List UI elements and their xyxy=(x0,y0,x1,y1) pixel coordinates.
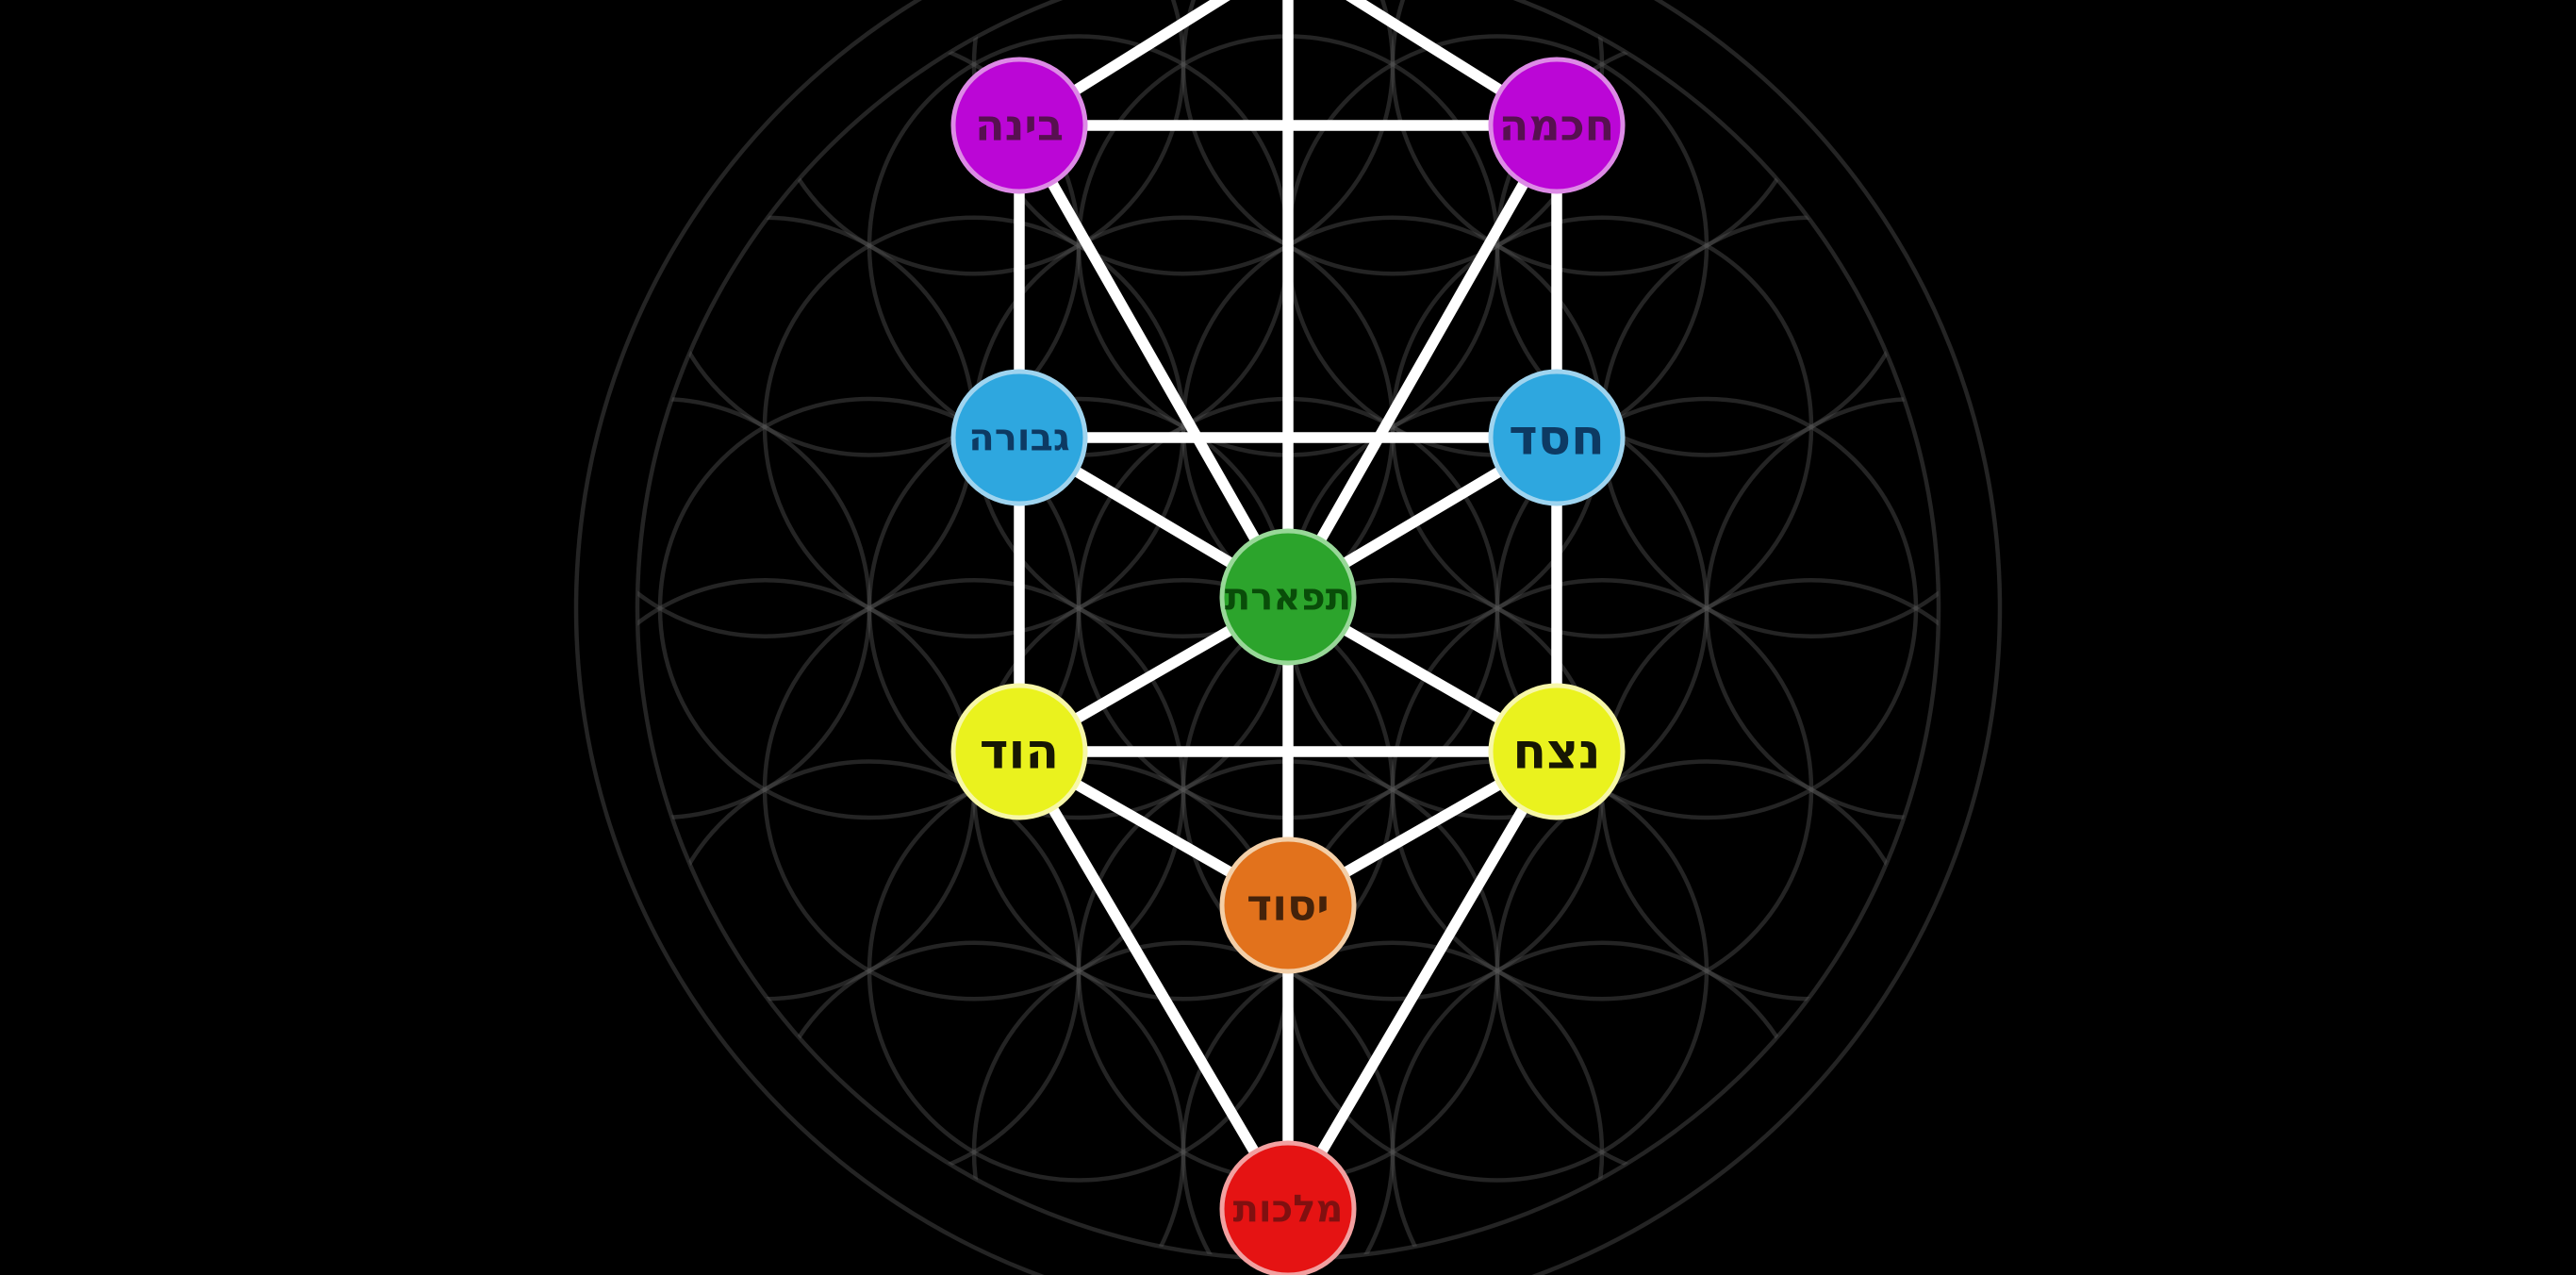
sephirot-nodes: בינה חכמה גבורה חסד תפארת הוד נצח יסוד מלכות xyxy=(950,57,1626,1275)
flower-of-life-circle xyxy=(1181,940,1605,1259)
sephirah-label-malkuth: מלכות xyxy=(1233,1188,1344,1232)
sephirah-circle-yesod xyxy=(1219,836,1357,974)
sephirah-circle-gevurah xyxy=(950,369,1088,506)
sephirah-chokmah: חכמה xyxy=(1488,57,1626,194)
sephirah-hod: הוד xyxy=(950,683,1088,820)
flower-of-life-circle xyxy=(1390,215,1814,638)
sephirah-circle-chokmah xyxy=(1488,57,1626,194)
flower-of-life-circle xyxy=(657,396,1082,820)
path-hod-malkuth xyxy=(1014,746,1294,1215)
sephirah-gevurah: גבורה xyxy=(950,369,1088,506)
sephirah-netzach: נצח xyxy=(1488,683,1626,820)
sephirah-circle-binah xyxy=(950,57,1088,194)
sephirah-label-yesod: יסוד xyxy=(1247,880,1329,931)
sephirah-label-binah: בינה xyxy=(975,100,1064,151)
sephirah-label-chesed: חסד xyxy=(1509,410,1605,467)
path-chokmah-tiferet xyxy=(1282,120,1562,603)
sephirah-malkuth: מלכות xyxy=(1219,1140,1357,1275)
path-binah-tiferet xyxy=(1014,120,1294,603)
sephirah-circle-hod xyxy=(950,683,1088,820)
sephirah-label-tiferet: תפארת xyxy=(1225,576,1351,620)
flower-of-life-outer-boundary xyxy=(573,0,2003,1275)
sephirah-chesed: חסד xyxy=(1488,369,1626,506)
sephirah-circle-malkuth xyxy=(1219,1140,1357,1275)
path-netzach-malkuth xyxy=(1282,746,1562,1215)
flower-of-life-circle xyxy=(762,215,1186,638)
flower-of-life-circle xyxy=(1494,396,1919,820)
sephirah-label-gevurah: גבורה xyxy=(968,417,1070,460)
flower-of-life-circle xyxy=(971,0,1395,276)
sephirah-label-chokmah: חכמה xyxy=(1499,100,1615,151)
flower-of-life-circle xyxy=(762,578,1186,1002)
sephirah-circle-chesed xyxy=(1488,369,1626,506)
sephirah-tiferet: תפארת xyxy=(1219,528,1357,666)
flower-of-life-circle xyxy=(971,940,1395,1259)
flower-of-life-circle xyxy=(1390,578,1814,1002)
flower-of-life-circle xyxy=(1181,0,1605,276)
sephirah-yesod: יסוד xyxy=(1219,836,1357,974)
sephirah-label-netzach: נצח xyxy=(1512,724,1600,781)
sephirah-binah: בינה xyxy=(950,57,1088,194)
sephirah-circle-netzach xyxy=(1488,683,1626,820)
sephirah-label-hod: הוד xyxy=(980,724,1059,781)
sephirah-circle-tiferet xyxy=(1219,528,1357,666)
